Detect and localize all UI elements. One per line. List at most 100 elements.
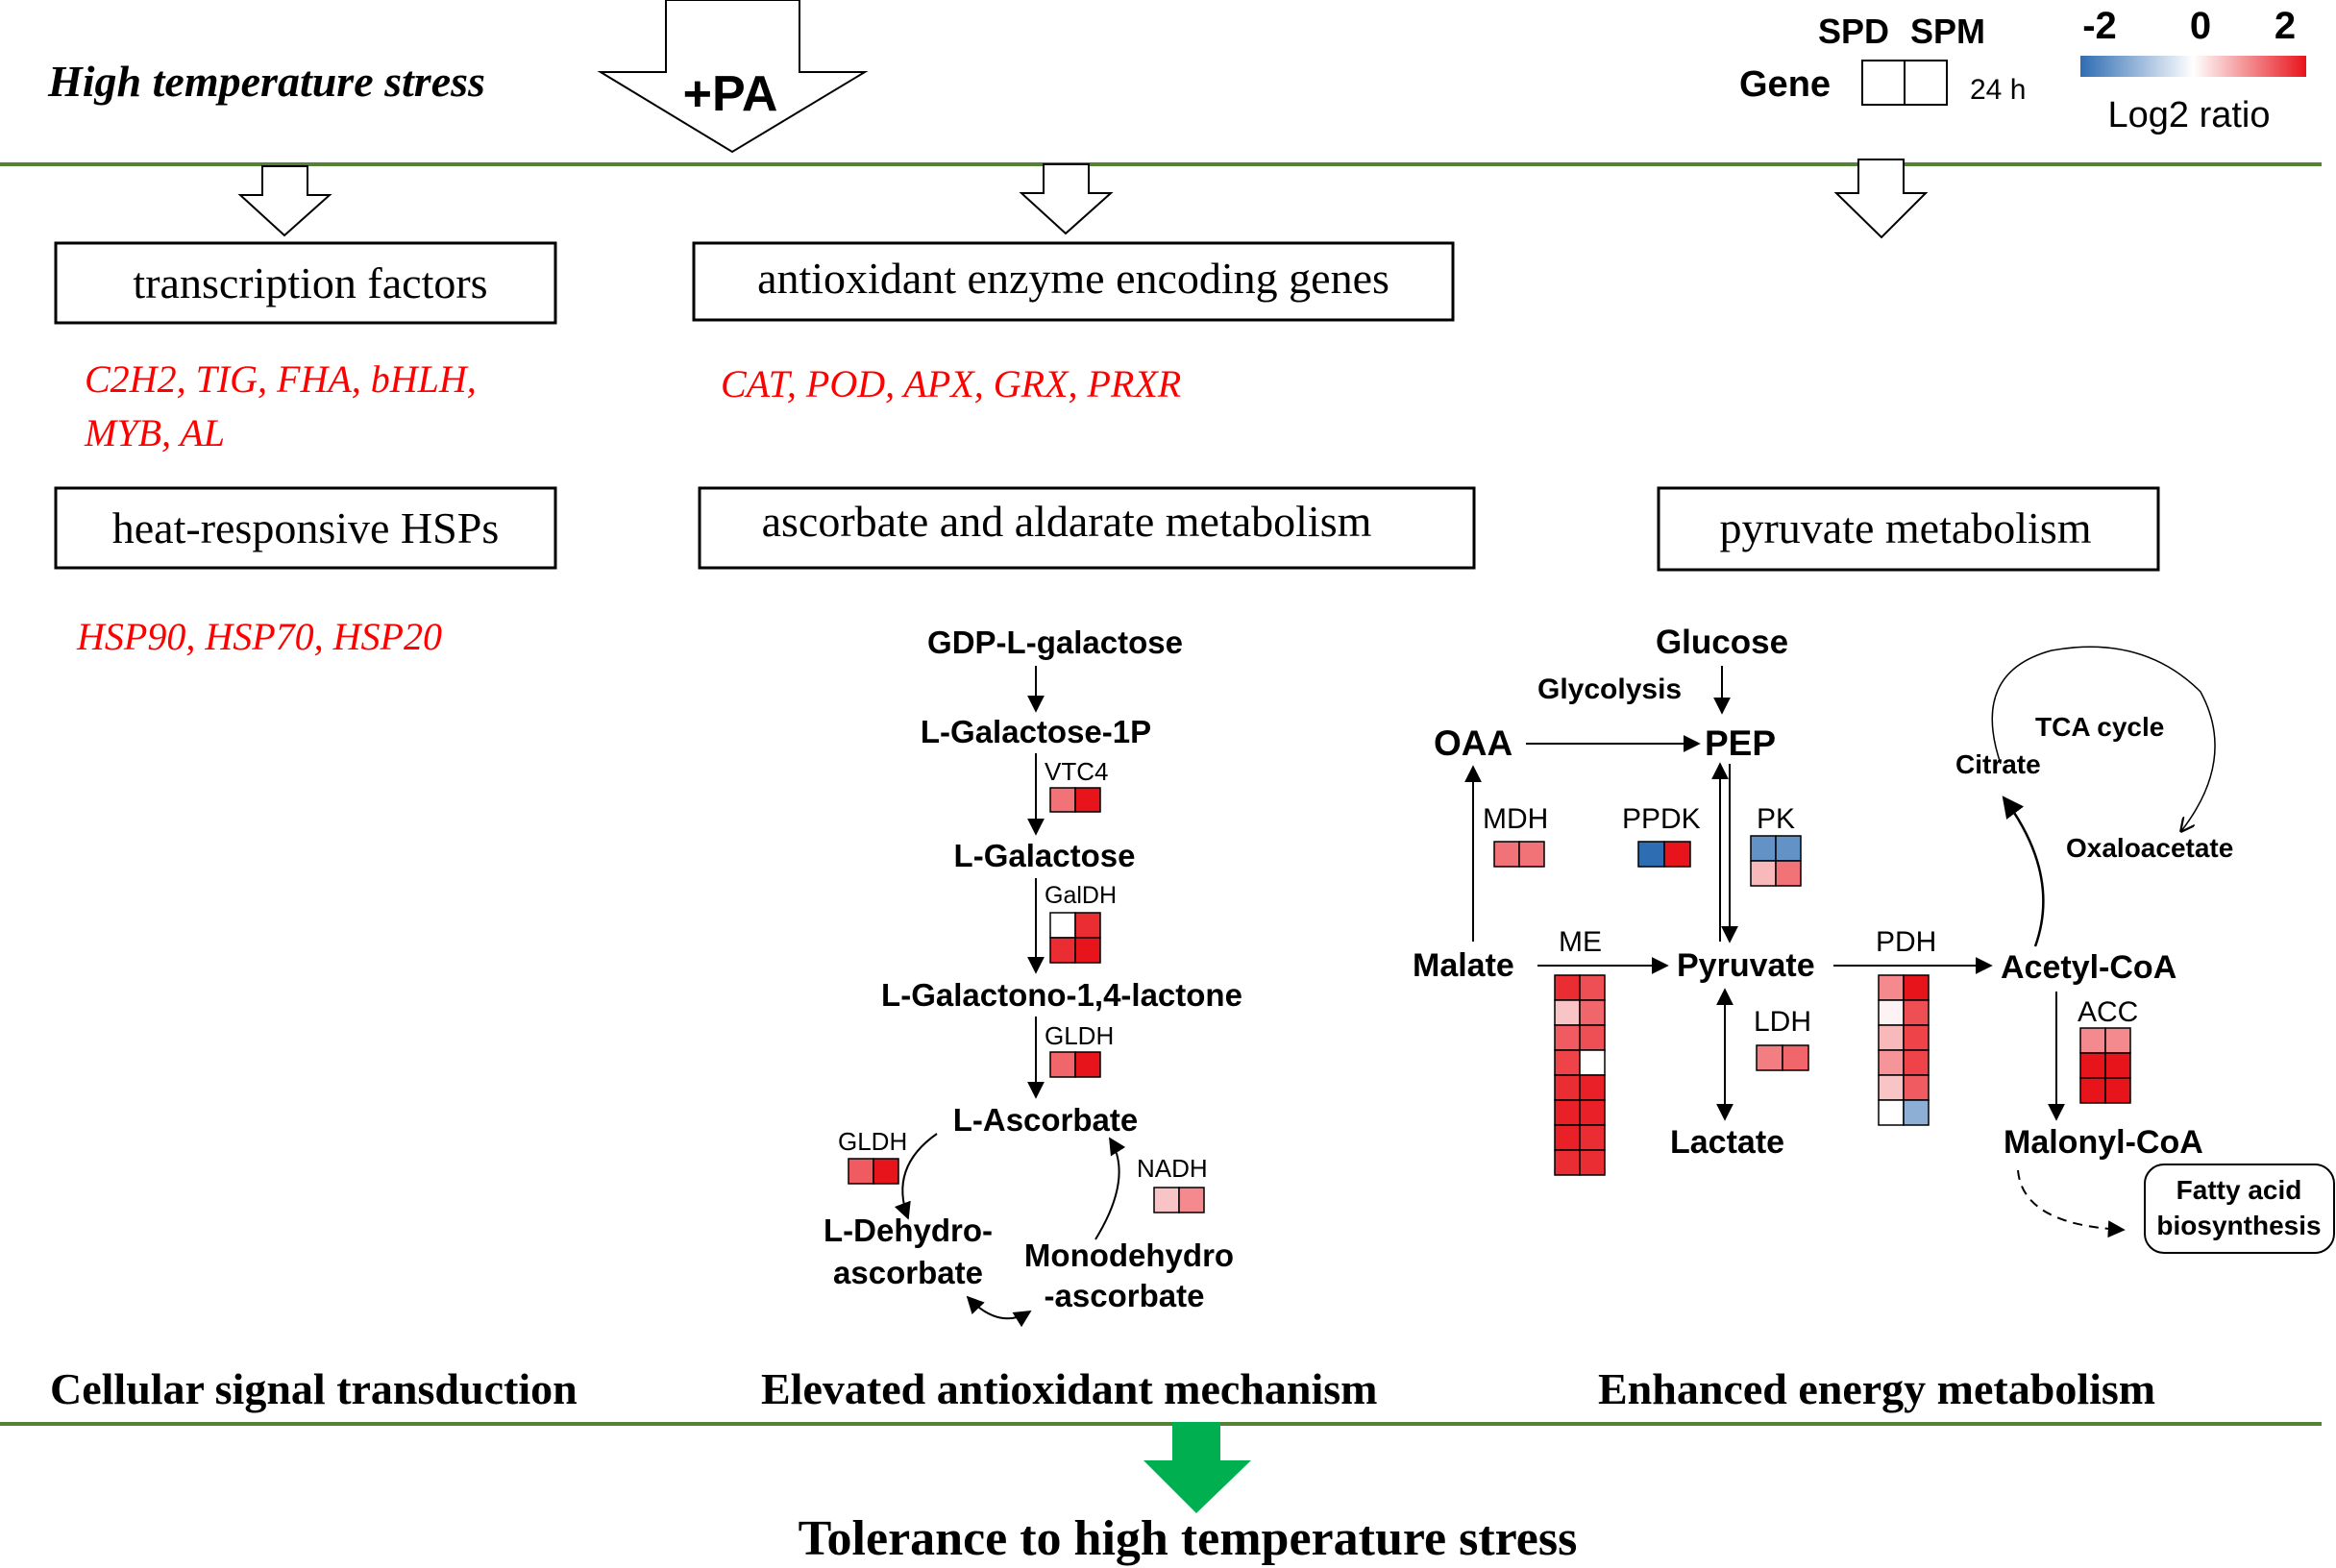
box-antioxidant-genes bbox=[692, 241, 1455, 322]
heatmap-cell-me bbox=[1554, 1074, 1581, 1101]
hsp-genes: HSP90, HSP70, HSP20 bbox=[76, 615, 442, 658]
enzyme-ppdk: PPDK bbox=[1622, 803, 1701, 835]
heatmap-cell-pdh bbox=[1878, 1024, 1905, 1051]
enzyme-gldh-side: GLDH bbox=[838, 1127, 907, 1156]
heatmap-cell-me bbox=[1554, 974, 1581, 1001]
enzyme-mdh: MDH bbox=[1483, 803, 1548, 835]
enzyme-nadh: NADH bbox=[1137, 1154, 1208, 1183]
tca-cycle-arc bbox=[1991, 646, 2216, 831]
legend-scale-caption: Log2 ratio bbox=[2107, 95, 2270, 135]
heatmap-cell-acc bbox=[2079, 1077, 2106, 1104]
node-malate: Malate bbox=[1413, 947, 1514, 984]
heatmap-cell-me bbox=[1579, 974, 1606, 1001]
outcome-label: Tolerance to high temperature stress bbox=[799, 1511, 1578, 1566]
heatmap-cell-me bbox=[1579, 999, 1606, 1026]
box-heat-hsps-label: heat-responsive HSPs bbox=[112, 503, 499, 552]
box-transcription-factors-label: transcription factors bbox=[133, 258, 487, 307]
enzyme-acc: ACC bbox=[2078, 996, 2138, 1028]
heatmap-cell-nadh bbox=[1153, 1187, 1180, 1213]
down-arrow-left bbox=[237, 165, 332, 237]
legend-spm: SPM bbox=[1910, 12, 1985, 51]
heatmap-cell-me bbox=[1554, 1049, 1581, 1076]
heatmap-cell-me bbox=[1579, 1124, 1606, 1151]
heatmap-cell-ppdk bbox=[1663, 841, 1691, 868]
heatmap-cell-pdh bbox=[1878, 974, 1905, 1001]
heatmap-cell-ldh bbox=[1756, 1044, 1783, 1071]
node-oaa: OAA bbox=[1434, 723, 1512, 763]
heatmap-cell-galdh bbox=[1074, 937, 1101, 964]
enzyme-pdh: PDH bbox=[1876, 926, 1936, 958]
node-l-galactose: L-Galactose bbox=[954, 838, 1136, 873]
enzyme-gldh-main: GLDH bbox=[1045, 1021, 1114, 1050]
heatmap-cell-pdh bbox=[1903, 1049, 1930, 1076]
heatmap-layer bbox=[848, 787, 2131, 1213]
box-pyruvate-metabolism-label: pyruvate metabolism bbox=[1719, 503, 2091, 552]
heatmap-cell-me bbox=[1579, 1049, 1606, 1076]
legend-scale-max: 2 bbox=[2275, 5, 2296, 47]
node-l-galactono-lactone: L-Galactono-1,4-lactone bbox=[881, 977, 1242, 1013]
ascorbate-pathway: GDP-L-galactose L-Galactose-1P VTC4 L-Ga… bbox=[824, 625, 1242, 1328]
box-ascorbate-metabolism bbox=[698, 486, 1476, 570]
legend-scale-min: -2 bbox=[2082, 5, 2117, 47]
heatmap-cell-acc bbox=[2104, 1027, 2131, 1054]
enzyme-me: ME bbox=[1559, 926, 1602, 958]
heatmap-cell-pdh bbox=[1878, 1099, 1905, 1126]
enzyme-ldh: LDH bbox=[1754, 1006, 1811, 1038]
node-pep: PEP bbox=[1705, 723, 1776, 763]
legend-cell-spd bbox=[1861, 60, 1906, 106]
heatmap-cell-galdh bbox=[1049, 937, 1076, 964]
tf-genes-line2: MYB, AL bbox=[84, 411, 225, 454]
heatmap-cell-vtc4 bbox=[1049, 787, 1076, 813]
heatmap-cell-pdh bbox=[1903, 1024, 1930, 1051]
heatmap-cell-pdh bbox=[1903, 974, 1930, 1001]
heatmap-cell-acc bbox=[2104, 1077, 2131, 1104]
box-fatty-acid-biosynthesis bbox=[2144, 1164, 2335, 1254]
arrow-mono-to-ascorbate bbox=[1094, 1137, 1126, 1240]
tf-genes-line1: C2H2, TIG, FHA, bHLH, bbox=[85, 357, 477, 401]
pa-label: +PA bbox=[683, 66, 778, 122]
heatmap-cell-acc bbox=[2079, 1052, 2106, 1079]
node-acetyl-coa: Acetyl-CoA bbox=[2001, 949, 2176, 986]
heatmap-cell-mdh bbox=[1493, 841, 1520, 868]
box-fatty-acid-line2: biosynthesis bbox=[2156, 1211, 2321, 1240]
box-fatty-acid-line1: Fatty acid bbox=[2176, 1175, 2302, 1205]
heatmap-cell-pk bbox=[1750, 860, 1777, 887]
legend-spd: SPD bbox=[1818, 12, 1889, 51]
heatmap-cell-galdh bbox=[1049, 912, 1076, 939]
heatmap-cell-gldh-main bbox=[1049, 1051, 1076, 1078]
heatmap-cell-pk bbox=[1775, 860, 1802, 887]
node-l-dehydroascorbate-2: ascorbate bbox=[833, 1255, 983, 1290]
stress-label: High temperature stress bbox=[47, 57, 485, 106]
footer-antioxidant-mechanism: Elevated antioxidant mechanism bbox=[761, 1364, 1377, 1413]
heatmap-cell-nadh bbox=[1178, 1187, 1205, 1213]
pyruvate-pathway: Glucose Glycolysis OAA PEP MDH PPDK PK M… bbox=[1413, 624, 2335, 1254]
heatmap-cell-me bbox=[1554, 1149, 1581, 1176]
enzyme-pk: PK bbox=[1757, 803, 1795, 835]
heatmap-cell-acc bbox=[2079, 1027, 2106, 1054]
box-transcription-factors bbox=[54, 241, 557, 325]
heatmap-cell-pdh bbox=[1878, 999, 1905, 1026]
box-pyruvate-metabolism bbox=[1657, 486, 2160, 572]
legend-color-bar bbox=[2080, 56, 2306, 77]
heatmap-cell-me bbox=[1579, 1074, 1606, 1101]
box-antioxidant-genes-label: antioxidant enzyme encoding genes bbox=[757, 254, 1389, 303]
heatmap-cell-pdh bbox=[1878, 1049, 1905, 1076]
legend-time: 24 h bbox=[1970, 74, 2026, 106]
node-l-dehydroascorbate-1: L-Dehydro- bbox=[824, 1213, 993, 1248]
green-result-arrow bbox=[1143, 1422, 1251, 1513]
heatmap-cell-me bbox=[1554, 1099, 1581, 1126]
heatmap-cell-acc bbox=[2104, 1052, 2131, 1079]
heatmap-cell-pdh bbox=[1878, 1074, 1905, 1101]
box-heat-hsps bbox=[54, 486, 557, 570]
enzyme-vtc4: VTC4 bbox=[1045, 757, 1108, 786]
heatmap-cell-me bbox=[1554, 999, 1581, 1026]
heatmap-cell-mdh bbox=[1518, 841, 1545, 868]
node-monodehydroascorbate-2: -ascorbate bbox=[1045, 1278, 1205, 1313]
heatmap-cell-pdh bbox=[1903, 999, 1930, 1026]
heatmap-cell-pk bbox=[1750, 835, 1777, 862]
heatmap-cell-ppdk bbox=[1637, 841, 1665, 868]
enzyme-galdh: GalDH bbox=[1045, 882, 1117, 909]
node-glucose: Glucose bbox=[1656, 624, 1788, 661]
node-l-ascorbate: L-Ascorbate bbox=[953, 1102, 1139, 1138]
